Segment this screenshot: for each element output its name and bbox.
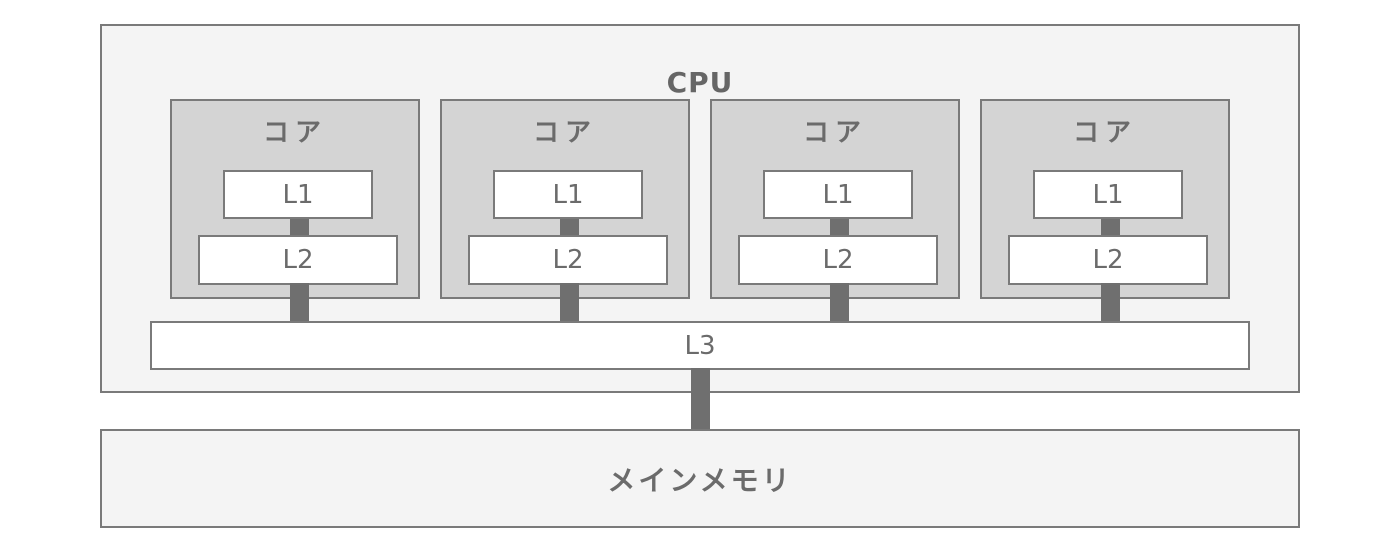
l3-memory-connector	[691, 368, 710, 431]
core-2-label: コア	[532, 118, 597, 148]
core-3-label: コア	[802, 118, 867, 148]
core-1-l1-l2-connector	[290, 217, 309, 237]
core-3-l2-l3-connector	[830, 283, 849, 323]
core-4-label: コア	[1072, 118, 1137, 148]
core-4-l1-cache: L1	[1033, 170, 1183, 219]
core-4-l1-l2-connector	[1101, 217, 1120, 237]
core-2-l1-l2-connector	[560, 217, 579, 237]
core-1-l2-cache: L2	[198, 235, 398, 285]
core-3-l2-cache: L2	[738, 235, 938, 285]
main-memory: メインメモリ	[100, 429, 1300, 528]
l3-cache: L3	[150, 321, 1250, 370]
core-3-l1-cache: L1	[763, 170, 913, 219]
core-2-l1-cache: L1	[493, 170, 643, 219]
core-4-l2-l3-connector	[1101, 283, 1120, 323]
core-1-label: コア	[262, 118, 327, 148]
core-3-l1-l2-connector	[830, 217, 849, 237]
core-2-l2-l3-connector	[560, 283, 579, 323]
core-2-l2-cache: L2	[468, 235, 668, 285]
cpu-label: CPU	[666, 66, 734, 99]
core-1-l2-l3-connector	[290, 283, 309, 323]
core-1-l1-cache: L1	[223, 170, 373, 219]
core-4-l2-cache: L2	[1008, 235, 1208, 285]
